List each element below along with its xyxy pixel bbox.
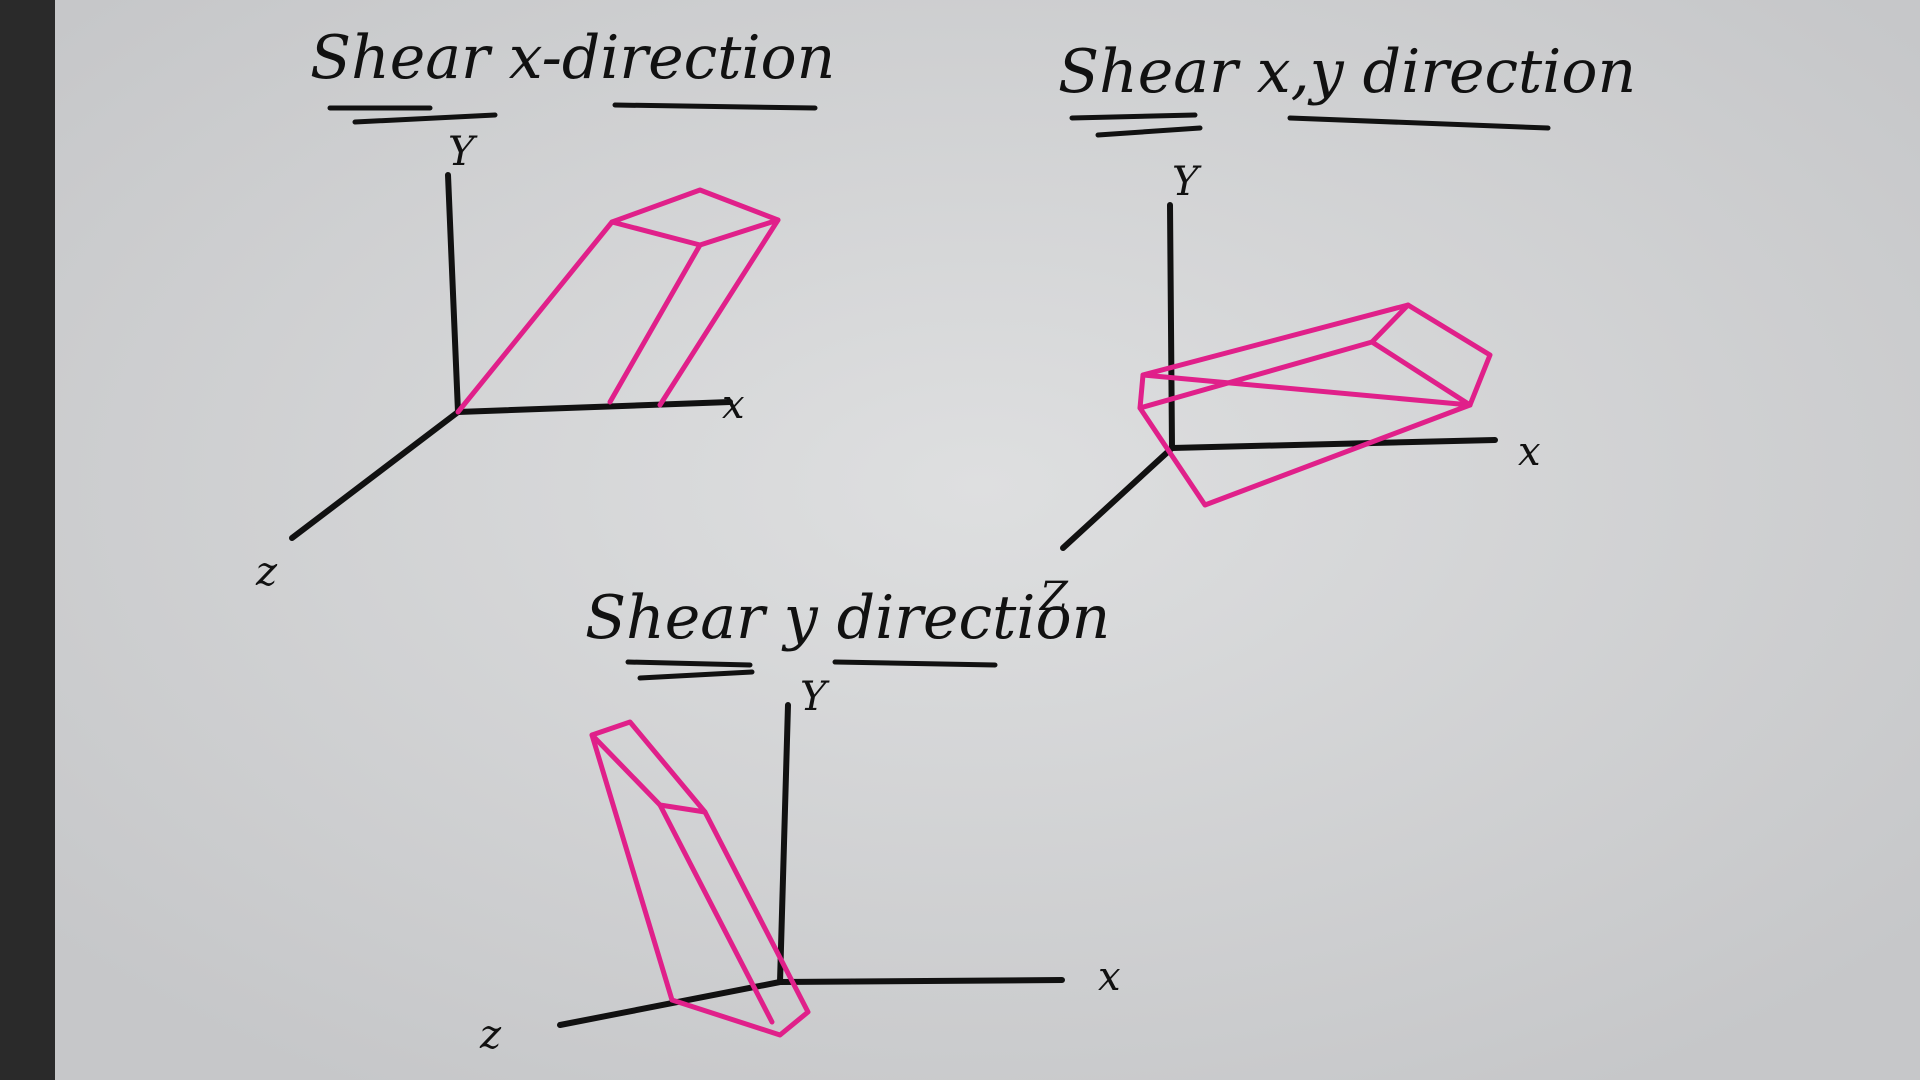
x-axis-label: x (722, 382, 745, 428)
x-axis (777, 977, 1065, 985)
title-underline (1095, 125, 1203, 138)
paper-sheet (40, 0, 1920, 1080)
x-axis-label: x (1518, 429, 1541, 475)
sheared-box (589, 719, 811, 1038)
diagram-title: Shear y direction (585, 583, 1110, 653)
title-underline (637, 669, 755, 681)
y-axis-label: Y (448, 129, 478, 175)
x-axis (455, 399, 733, 415)
y-axis (1167, 202, 1175, 451)
z-axis-label: z (255, 549, 278, 595)
title-underline (612, 102, 818, 111)
diagram-shear-y: Shear y direction Y x z (479, 583, 1121, 1058)
y-axis-label: Y (1172, 159, 1202, 205)
z-axis-label: z (479, 1012, 502, 1058)
paper-left-shadow (0, 0, 55, 1080)
z-axis-label: Z (1038, 574, 1069, 620)
y-axis (445, 172, 461, 415)
diagram-title: Shear x,y direction (1058, 37, 1636, 107)
diagram-shear-xy: Shear x,y direction Y x Z (1038, 37, 1636, 620)
x-axis-label: x (1098, 954, 1121, 1000)
diagram-title: Shear x-direction (310, 23, 835, 93)
title-underline (625, 659, 753, 668)
y-axis (777, 702, 791, 985)
title-underline (1069, 112, 1198, 121)
sheared-box (455, 187, 781, 415)
y-axis-label: Y (800, 674, 830, 720)
title-underline (1287, 115, 1551, 131)
title-underline (352, 112, 498, 125)
diagram-shear-x: Shear x-direction Y x z (255, 23, 835, 595)
x-axis (1169, 437, 1498, 451)
sheared-box (1137, 302, 1493, 508)
z-axis (557, 979, 783, 1028)
z-axis (1060, 445, 1175, 551)
title-underline (832, 659, 998, 668)
z-axis (289, 409, 461, 541)
